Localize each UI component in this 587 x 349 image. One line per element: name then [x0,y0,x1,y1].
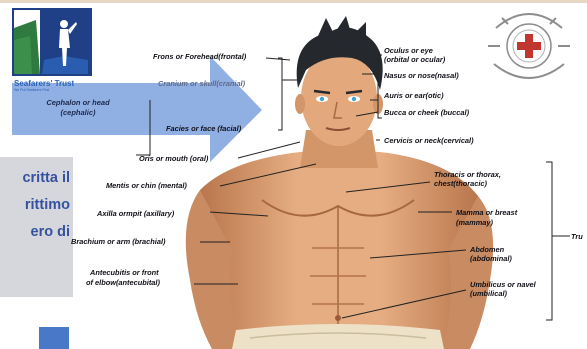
label-cranium: Cranium or skull(cranial) [158,79,245,88]
label-nasus: Nasus or nose(nasal) [384,71,459,80]
label-abdomen-1: Abdomen [470,245,504,254]
label-axilla: Axilla ormpit (axillary) [97,209,174,218]
label-thoracis-2: chest(thoracic) [434,179,487,188]
label-brachium: Brachium or arm (brachial) [71,237,165,246]
label-auris: Auris or ear(otic) [384,91,444,100]
label-facies: Facies or face (facial) [166,124,241,133]
label-oculus-2: (orbital or ocular) [384,55,445,64]
label-umbilicus-1: Umbilicus or navel [470,280,536,289]
label-mentis: Mentis or chin (mental) [106,181,187,190]
label-umbilicus-2: (umbilical) [470,289,507,298]
label-mamma-1: Mamma or breast [456,208,517,217]
label-bucca: Bucca or cheek (buccal) [384,108,469,117]
label-oris: Oris or mouth (oral) [139,154,208,163]
label-antecubitis-2: of elbow(antecubital) [86,278,160,287]
label-thoracis-1: Thoracis or thorax, [434,170,501,179]
label-mamma-2: (mammay) [456,218,493,227]
label-truncus: Tru [571,232,583,241]
label-cervicis: Cervicis or neck(cervical) [384,136,474,145]
label-oculus-1: Oculus or eye [384,46,433,55]
label-abdomen-2: (abdominal) [470,254,512,263]
label-frons: Frons or Forehead(frontal) [153,52,246,61]
label-antecubitis-1: Antecubitis or front [90,268,159,277]
